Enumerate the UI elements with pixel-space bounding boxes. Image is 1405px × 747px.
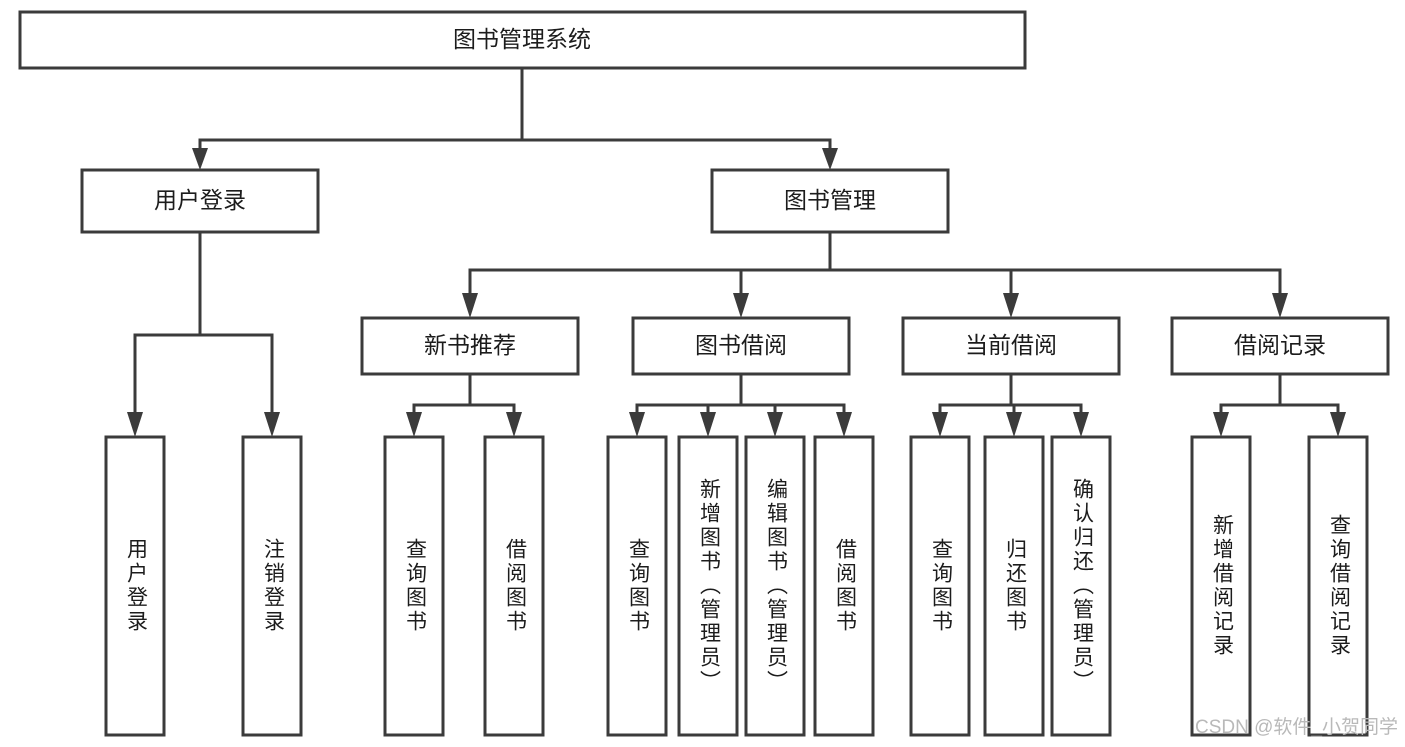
node-new-book-recommend-label: 新书推荐	[424, 332, 516, 358]
node-book-management-label: 图书管理	[784, 187, 876, 213]
node-leaf-return-book-rect[interactable]	[983, 435, 1045, 737]
node-leaf-user-login[interactable]: 用户登录	[104, 435, 166, 737]
node-leaf-user-login-label: 用户登录	[124, 538, 148, 634]
node-root[interactable]: 图书管理系统	[18, 10, 1027, 70]
node-leaf-return-book-label: 归还图书	[1003, 538, 1027, 634]
arrow-book-borrow-to-leaf-borrow-book-2	[836, 412, 852, 437]
node-leaf-borrow-book-1-rect[interactable]	[483, 435, 545, 737]
node-leaf-query-book-1-label: 查询图书	[403, 538, 427, 634]
arrow-book-borrow-to-leaf-edit-book	[767, 412, 783, 437]
node-leaf-logout-rect[interactable]	[241, 435, 303, 737]
arrow-new-book-recommend-to-leaf-query-book-1	[406, 412, 422, 437]
arrow-current-borrow-to-leaf-return-book	[1006, 412, 1022, 437]
node-leaf-add-book-label: 新增图书（管理员）	[697, 478, 721, 694]
node-leaf-add-record-rect[interactable]	[1190, 435, 1252, 737]
arrow-book-borrow-to-leaf-add-book	[700, 412, 716, 437]
node-leaf-edit-book-label: 编辑图书（管理员）	[764, 478, 788, 694]
arrow-user-login-to-leaf-logout	[264, 412, 280, 437]
node-user-login-label: 用户登录	[154, 187, 246, 213]
arrow-book-management-to-borrow-record	[1272, 293, 1288, 318]
node-book-borrow-label: 图书借阅	[695, 332, 787, 358]
watermark-label: CSDN @软件_小贺同学	[1195, 716, 1398, 738]
node-current-borrow[interactable]: 当前借阅	[901, 316, 1121, 376]
node-root-rect[interactable]	[18, 10, 1027, 70]
node-current-borrow-label: 当前借阅	[965, 332, 1057, 358]
node-leaf-confirm-return-rect[interactable]	[1050, 435, 1112, 737]
node-leaf-borrow-book-1[interactable]: 借阅图书	[483, 435, 545, 737]
node-leaf-add-book[interactable]: 新增图书（管理员）	[677, 435, 739, 737]
node-leaf-query-book-3-label: 查询图书	[929, 538, 953, 634]
arrow-new-book-recommend-to-leaf-borrow-book-1	[506, 412, 522, 437]
node-leaf-borrow-book-2-rect[interactable]	[813, 435, 875, 737]
node-leaf-borrow-book-1-label: 借阅图书	[503, 538, 527, 634]
node-leaf-return-book[interactable]: 归还图书	[983, 435, 1045, 737]
node-leaf-borrow-book-2[interactable]: 借阅图书	[813, 435, 875, 737]
node-leaf-query-book-2-rect[interactable]	[606, 435, 668, 737]
arrow-book-management-to-current-borrow	[1003, 293, 1019, 318]
node-leaf-add-record-label: 新增借阅记录	[1210, 514, 1234, 658]
node-leaf-query-book-2-label: 查询图书	[626, 538, 650, 634]
node-leaf-query-record-rect[interactable]	[1307, 435, 1369, 737]
node-leaf-logout-label: 注销登录	[261, 538, 285, 634]
arrow-user-login-to-leaf-user-login	[127, 412, 143, 437]
node-leaf-query-record[interactable]: 查询借阅记录	[1307, 435, 1369, 737]
node-book-management-rect[interactable]	[710, 168, 950, 234]
edge-layer	[127, 66, 1346, 437]
node-leaf-query-book-3-rect[interactable]	[909, 435, 971, 737]
node-user-login-rect[interactable]	[80, 168, 320, 234]
node-leaf-confirm-return[interactable]: 确认归还（管理员）	[1050, 435, 1112, 737]
node-borrow-record[interactable]: 借阅记录	[1170, 316, 1390, 376]
arrow-current-borrow-to-leaf-query-book-3	[932, 412, 948, 437]
node-leaf-user-login-rect[interactable]	[104, 435, 166, 737]
arrow-root-to-book-management	[822, 148, 838, 170]
node-leaf-borrow-book-2-label: 借阅图书	[833, 538, 857, 634]
node-leaf-query-book-1[interactable]: 查询图书	[383, 435, 445, 737]
node-leaf-confirm-return-label: 确认归还（管理员）	[1070, 478, 1094, 694]
node-leaf-query-book-2[interactable]: 查询图书	[606, 435, 668, 737]
node-user-login[interactable]: 用户登录	[80, 168, 320, 234]
arrow-borrow-record-to-leaf-query-record	[1330, 412, 1346, 437]
node-borrow-record-label: 借阅记录	[1234, 332, 1326, 358]
node-book-management[interactable]: 图书管理	[710, 168, 950, 234]
arrow-root-to-user-login	[192, 148, 208, 170]
arrow-book-borrow-to-leaf-query-book-2	[629, 412, 645, 437]
node-current-borrow-rect[interactable]	[901, 316, 1121, 376]
node-root-label: 图书管理系统	[453, 26, 591, 52]
node-leaf-query-book-3[interactable]: 查询图书	[909, 435, 971, 737]
node-leaf-edit-book-rect[interactable]	[744, 435, 806, 737]
arrow-book-management-to-new-book-recommend	[462, 293, 478, 318]
arrow-current-borrow-to-leaf-confirm-return	[1073, 412, 1089, 437]
node-leaf-query-record-label: 查询借阅记录	[1327, 514, 1351, 658]
node-new-book-recommend-rect[interactable]	[360, 316, 580, 376]
node-leaf-edit-book[interactable]: 编辑图书（管理员）	[744, 435, 806, 737]
node-leaf-add-book-rect[interactable]	[677, 435, 739, 737]
node-borrow-record-rect[interactable]	[1170, 316, 1390, 376]
node-book-borrow-rect[interactable]	[631, 316, 851, 376]
node-new-book-recommend[interactable]: 新书推荐	[360, 316, 580, 376]
node-leaf-add-record[interactable]: 新增借阅记录	[1190, 435, 1252, 737]
node-book-borrow[interactable]: 图书借阅	[631, 316, 851, 376]
arrow-borrow-record-to-leaf-add-record	[1213, 412, 1229, 437]
node-leaf-query-book-1-rect[interactable]	[383, 435, 445, 737]
arrow-book-management-to-book-borrow	[733, 293, 749, 318]
node-leaf-logout[interactable]: 注销登录	[241, 435, 303, 737]
